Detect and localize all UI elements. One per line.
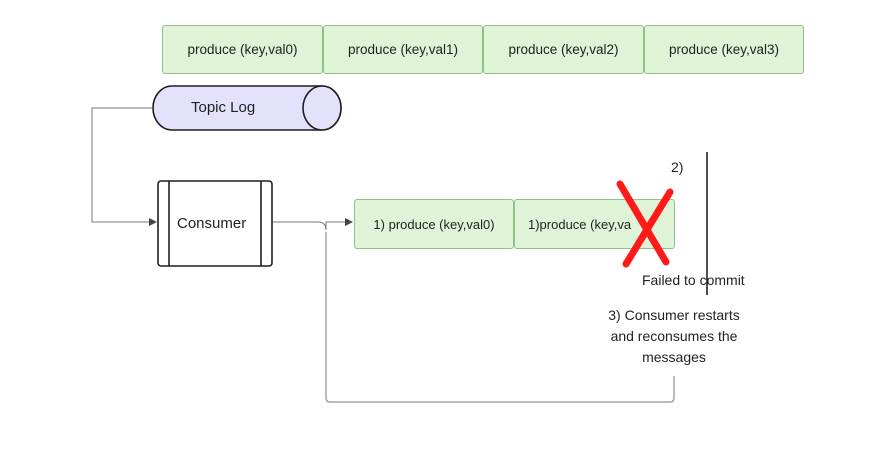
step-2-label: 2) <box>671 159 684 175</box>
consumed-message-0: 1) produce (key,val0) <box>354 199 514 249</box>
consumer-label: Consumer <box>177 215 247 232</box>
topic-log-cylinder <box>152 85 342 131</box>
produce-box-1: produce (key,val1) <box>323 25 483 74</box>
edge-consumer-messages <box>273 218 353 231</box>
step-3-label: 3) Consumer restarts and reconsumes the … <box>608 307 740 365</box>
topic-log-label: Topic Log <box>191 99 256 116</box>
failed-to-commit-label: Failed to commit <box>642 272 745 288</box>
edge-restart-loop <box>325 232 675 403</box>
produce-box-0: produce (key,val0) <box>162 25 323 74</box>
consumer-node <box>157 180 273 267</box>
produce-box-3: produce (key,val3) <box>644 25 804 74</box>
edge-topiclog-consumer <box>91 107 157 226</box>
produce-box-2: produce (key,val2) <box>483 25 644 74</box>
